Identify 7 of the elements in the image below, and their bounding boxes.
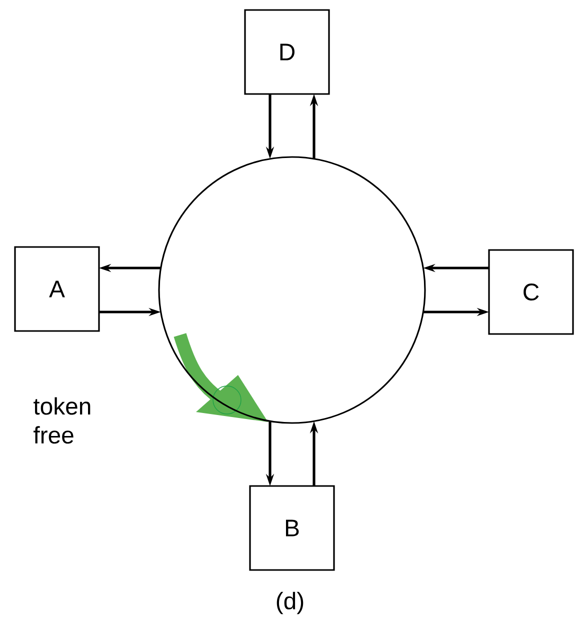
station-box: D [244, 9, 330, 95]
station-box: C [488, 249, 574, 335]
station-box: B [249, 485, 335, 571]
ring-circle [158, 156, 426, 424]
caption: (d) [276, 592, 304, 614]
status-label: token free [34, 397, 90, 444]
station-box: A [14, 246, 100, 332]
